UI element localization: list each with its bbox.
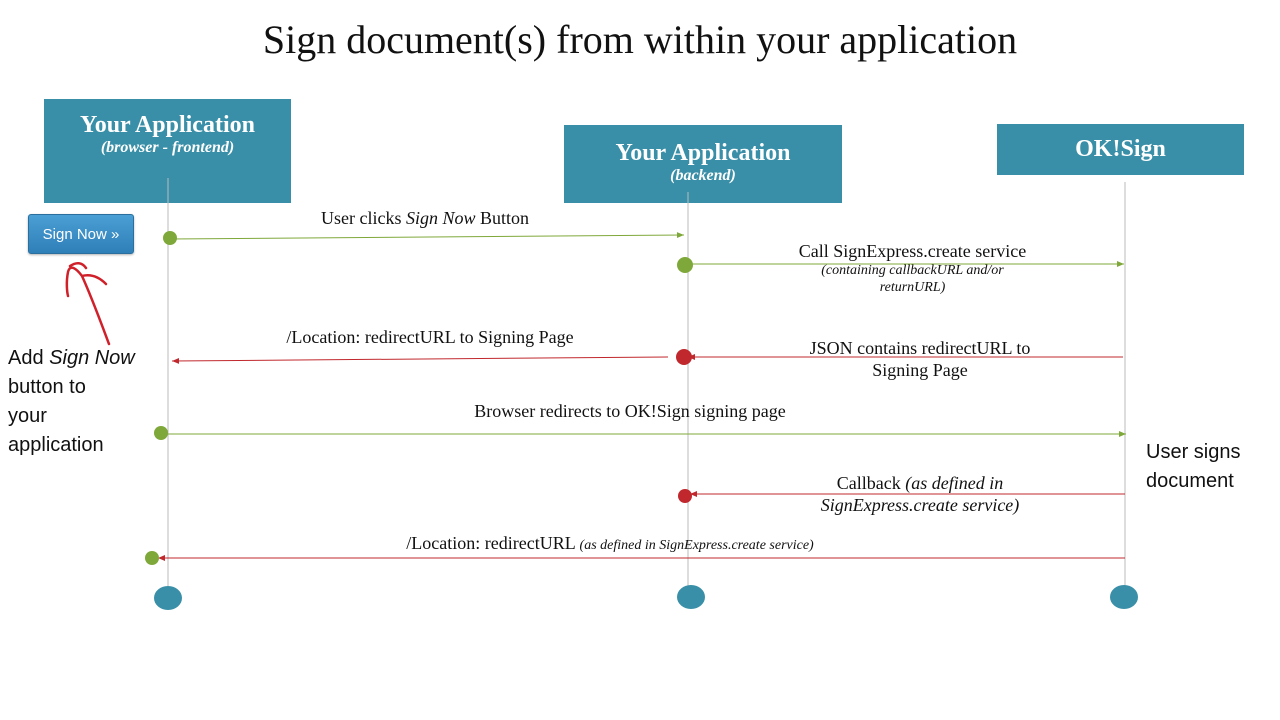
arrow-m1 [169, 232, 685, 240]
label-m5: Browser redirects to OK!Sign signing pag… [474, 401, 786, 421]
side-note-line1-em: Sign Now [49, 347, 135, 369]
label-m6-em2: SignExpress.create service) [820, 495, 1020, 515]
diagram-title: Sign document(s) from within your applic… [262, 17, 1018, 62]
label-m6-pre: Callback [836, 473, 906, 493]
label-m6: Callback (as defined in SignExpress.crea… [770, 472, 1070, 516]
label-m1: User clicks Sign Now Button [260, 207, 590, 229]
label-m3: /Location: redirectURL to Signing Page [286, 327, 574, 347]
side-note-line1-pre: Add [8, 347, 50, 369]
label-m4: JSON contains redirectURL to Signing Pag… [770, 337, 1070, 381]
side-note-add-button: Add Sign Now button to your application [8, 344, 158, 460]
lifeline-end-backend [677, 585, 705, 609]
actor-frontend-name: Your Application [80, 112, 255, 138]
dot-m4 [676, 349, 692, 365]
dot-m7 [145, 551, 159, 565]
actor-frontend-sub: (browser - frontend) [100, 139, 235, 156]
label-m2: Call SignExpress.create service (contain… [760, 240, 1065, 296]
actor-frontend: Your Application (browser - frontend) [44, 99, 291, 203]
dot-m1 [163, 231, 177, 245]
side-note-line3: your [8, 405, 47, 427]
lifeline-end-frontend [154, 586, 182, 610]
side-note-user-signs: User signs document [1146, 438, 1276, 496]
label-m2-note2: returnURL) [879, 280, 946, 295]
lifeline-end-oksign [1110, 585, 1138, 609]
label-m4-line1: JSON contains redirectURL to [809, 338, 1031, 358]
arrow-m3 [171, 356, 669, 364]
user-signs-line2: document [1146, 470, 1234, 492]
label-m7-em: (as defined in SignExpress.create servic… [579, 538, 814, 553]
actor-oksign: OK!Sign [997, 124, 1244, 175]
dot-m2 [677, 257, 693, 273]
label-m4-line2: Signing Page [872, 360, 968, 380]
label-m2-line1: Call SignExpress.create service [798, 241, 1027, 261]
hand-drawn-arrow [65, 262, 111, 346]
dot-m5 [154, 426, 168, 440]
label-m1-pre: User clicks [320, 208, 406, 228]
user-signs-line1: User signs [1146, 441, 1241, 463]
actor-oksign-name: OK!Sign [1075, 136, 1166, 162]
actor-backend-sub: (backend) [670, 167, 736, 184]
dot-m6 [678, 489, 692, 503]
label-m7: /Location: redirectURL (as defined in Si… [330, 532, 890, 554]
sign-now-button[interactable]: Sign Now » [28, 214, 134, 254]
label-m1-post: Button [475, 208, 529, 228]
side-note-line4: application [8, 434, 104, 456]
label-m7-pre: /Location: redirectURL [406, 533, 580, 553]
label-m1-em: Sign Now [405, 208, 476, 228]
actor-backend-name: Your Application [615, 140, 791, 166]
side-note-line2: button to [8, 376, 86, 398]
label-m6-em1: (as defined in [905, 473, 1004, 493]
label-m2-note1: (containing callbackURL and/or [821, 263, 1004, 278]
actor-backend: Your Application (backend) [564, 125, 842, 203]
